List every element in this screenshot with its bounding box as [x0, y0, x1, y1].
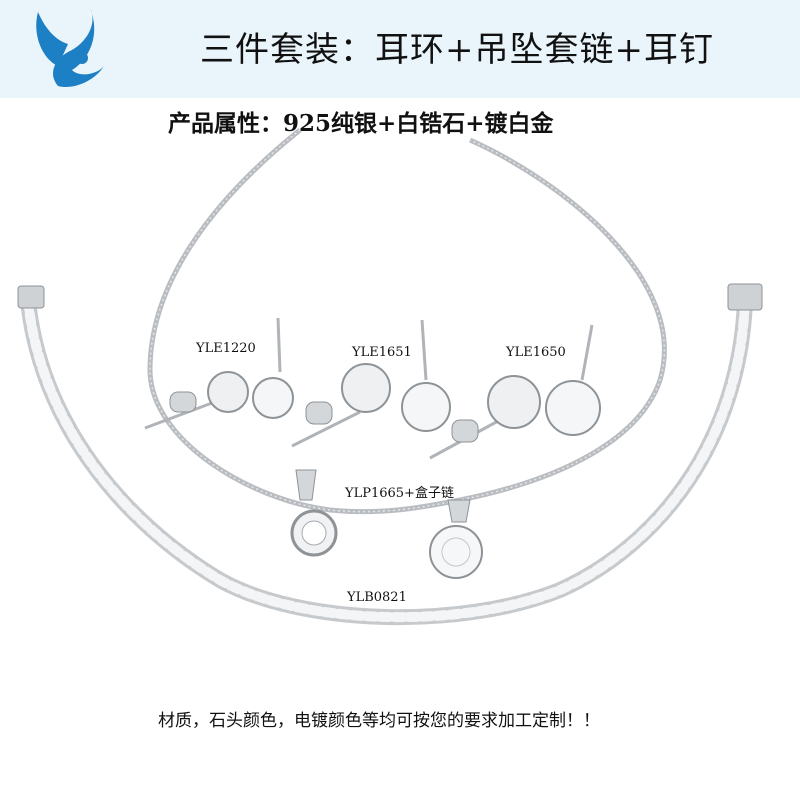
header-banner: 三件套装：耳环+吊坠套链+耳钉	[0, 0, 800, 98]
earring-yle1650	[429, 324, 601, 460]
label-bracelet: YLB0821	[347, 590, 407, 605]
bracelet-clasp-right	[727, 283, 763, 311]
jewelry-photo	[17, 128, 763, 626]
pendant-stone	[429, 499, 483, 579]
brand-logo	[36, 8, 104, 88]
product-attributes: 产品属性：925纯银+白锆石+镀白金	[168, 110, 554, 137]
earring-yle1651	[291, 319, 451, 448]
label-yle1650: YLE1650	[506, 345, 566, 360]
necklace-chain	[147, 128, 667, 515]
label-yle1220: YLE1220	[196, 341, 256, 356]
earring-ylE1220	[144, 317, 294, 430]
bracelet-clasp-left	[17, 285, 45, 309]
label-yle1651: YLE1651	[352, 345, 412, 360]
pendant-setting	[290, 469, 338, 557]
customization-note: 材质，石头颜色，电镀颜色等均可按您的要求加工定制！！	[158, 711, 600, 731]
label-pendant: YLP1665+盒子链	[345, 486, 454, 501]
page-title: 三件套装：耳环+吊坠套链+耳钉	[200, 30, 714, 70]
